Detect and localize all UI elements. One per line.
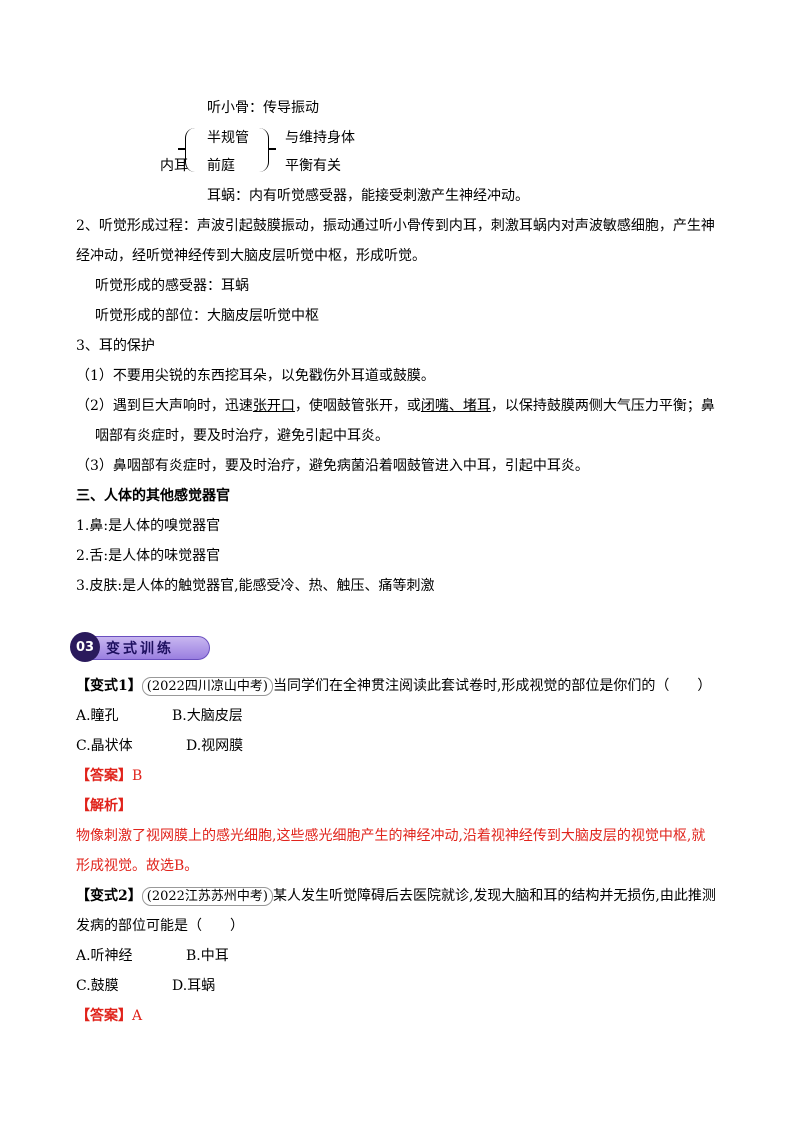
q1-source: (2022四川凉山中考) xyxy=(141,677,273,696)
protection-item-2-line2: 咽部有炎症时，要及时治疗，避免引起中耳炎。 xyxy=(95,428,389,444)
q1-stem: 【变式1】(2022四川凉山中考)当同学们在全神贯注阅读此套试卷时,形成视觉的部… xyxy=(76,676,711,696)
q1-answer: 【答案】B xyxy=(76,766,142,786)
tongue-item: 2.舌:是人体的味觉器官 xyxy=(76,548,221,564)
section-banner: 03 变式训练 xyxy=(70,632,210,662)
q2-answer: 【答案】A xyxy=(76,1006,142,1026)
semicircular-text: 半规管 xyxy=(207,130,249,146)
q1-answer-value: B xyxy=(132,768,143,784)
q2-source: (2022江苏苏州中考) xyxy=(141,887,273,906)
protection-item-2-c: ，以保持鼓膜两侧大气压力平衡；鼻 xyxy=(490,398,715,414)
banner-number: 03 xyxy=(70,632,100,662)
q2-answer-value: A xyxy=(132,1008,143,1024)
inner-ear-label: 内耳 xyxy=(160,158,188,174)
q2-option-d: D.耳蜗 xyxy=(172,978,216,994)
hearing-receptor: 听觉形成的感受器：耳蜗 xyxy=(95,278,249,294)
q1-option-d: D.视网膜 xyxy=(186,738,244,754)
skin-item: 3.皮肤:是人体的触觉器官,能感受冷、热、触压、痛等刺激 xyxy=(76,578,435,594)
balance-text-1: 与维持身体 xyxy=(285,130,355,146)
hearing-process-line2: 经冲动，经听觉神经传到大脑皮层听觉中枢，形成听觉。 xyxy=(76,248,426,264)
hearing-process-line1: 2、听觉形成过程：声波引起鼓膜振动，振动通过听小骨传到内耳，刺激耳蜗内对声波敏感… xyxy=(76,218,715,234)
protection-item-2-a: （2）遇到巨大声响时，迅速 xyxy=(76,398,253,414)
q2-stem-line2: 发病的部位可能是（ ） xyxy=(76,918,244,934)
protection-item-3: （3）鼻咽部有炎症时，要及时治疗，避免病菌沿着咽鼓管进入中耳，引起中耳炎。 xyxy=(76,458,589,474)
q1-option-c: C.晶状体 xyxy=(76,738,133,754)
q1-analysis-line2: 形成视觉。故选B。 xyxy=(76,858,199,874)
q1-analysis-line1: 物像刺激了视网膜上的感光细胞,这些感光细胞产生的神经冲动,沿着视神经传到大脑皮层… xyxy=(76,828,706,844)
protection-item-2: （2）遇到巨大声响时，迅速张开口，使咽鼓管张开，或闭嘴、堵耳，以保持鼓膜两侧大气… xyxy=(76,396,715,416)
hearing-site: 听觉形成的部位：大脑皮层听觉中枢 xyxy=(95,308,319,324)
nose-item: 1.鼻:是人体的嗅觉器官 xyxy=(76,518,221,534)
balance-text-2: 平衡有关 xyxy=(285,158,341,174)
q2-option-c: C.鼓膜 xyxy=(76,978,119,994)
vestibule-text: 前庭 xyxy=(207,158,235,174)
banner-title: 变式训练 xyxy=(106,641,174,657)
open-mouth-underlined: 张开口 xyxy=(252,398,295,414)
right-brace xyxy=(256,128,276,172)
q2-stem-text: 某人发生听觉障碍后去医院就诊,发现大脑和耳的结构并无损伤,由此推测 xyxy=(272,888,716,904)
q1-tag: 【变式1】 xyxy=(76,678,142,694)
q1-stem-text: 当同学们在全神贯注阅读此套试卷时,形成视觉的部位是你们的（ ） xyxy=(272,678,712,694)
q1-answer-tag: 【答案】 xyxy=(76,768,132,784)
protection-title: 3、耳的保护 xyxy=(76,338,155,354)
q2-tag: 【变式2】 xyxy=(76,888,142,904)
other-senses-heading: 三、人体的其他感觉器官 xyxy=(76,488,230,504)
ossicles-text: 听小骨：传导振动 xyxy=(207,100,319,116)
protection-item-1: （1）不要用尖锐的东西挖耳朵，以免戳伤外耳道或鼓膜。 xyxy=(76,368,435,384)
q2-answer-tag: 【答案】 xyxy=(76,1008,132,1024)
q1-analysis-tag: 【解析】 xyxy=(76,798,132,814)
banner-pill xyxy=(88,636,210,660)
cochlea-text: 耳蜗：内有听觉感受器，能接受刺激产生神经冲动。 xyxy=(207,188,529,204)
q1-option-b: B.大脑皮层 xyxy=(172,708,243,724)
left-brace xyxy=(178,128,198,172)
protection-item-2-b: ，使咽鼓管张开，或 xyxy=(294,398,421,414)
q2-option-b: B.中耳 xyxy=(186,948,229,964)
q2-stem: 【变式2】(2022江苏苏州中考)某人发生听觉障碍后去医院就诊,发现大脑和耳的结… xyxy=(76,886,716,906)
q2-option-a: A.听神经 xyxy=(76,948,133,964)
close-mouth-underlined: 闭嘴、堵耳 xyxy=(420,398,491,414)
q1-option-a: A.瞳孔 xyxy=(76,708,119,724)
